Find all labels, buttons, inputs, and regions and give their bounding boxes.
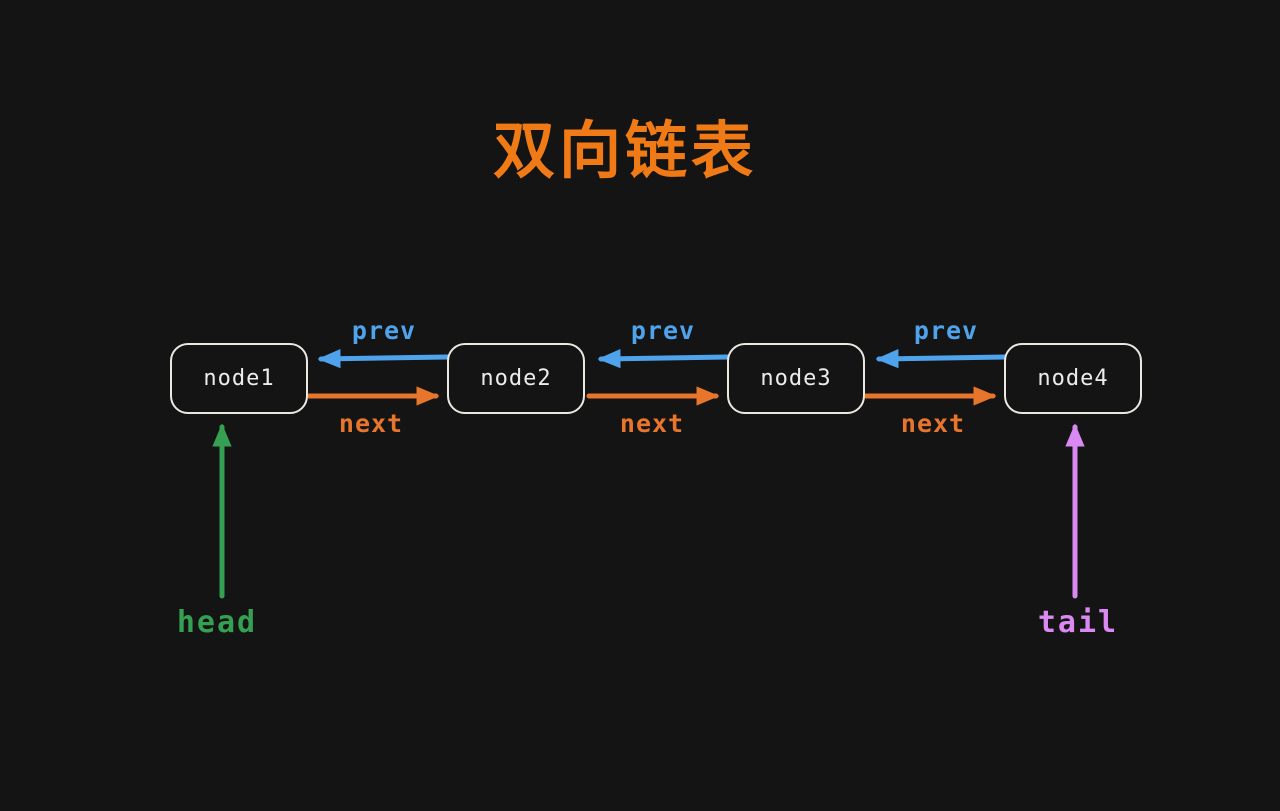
prev-label-3: prev xyxy=(913,316,979,345)
node-box-2: node2 xyxy=(447,343,585,414)
node-label: node1 xyxy=(203,366,275,391)
head-pointer-label: head xyxy=(176,605,258,640)
node-box-3: node3 xyxy=(727,343,865,414)
prev-label-1: prev xyxy=(351,316,417,345)
next-label-1: next xyxy=(338,409,404,438)
prev-label-2: prev xyxy=(630,316,696,345)
node-box-4: node4 xyxy=(1004,343,1142,414)
node-label: node2 xyxy=(480,366,552,391)
tail-pointer-label: tail xyxy=(1037,605,1119,640)
node-label: node4 xyxy=(1037,366,1109,391)
node-label: node3 xyxy=(760,366,832,391)
prev-arrow-1 xyxy=(317,349,450,369)
node-box-1: node1 xyxy=(170,343,308,414)
next-label-3: next xyxy=(900,409,966,438)
next-label-2: next xyxy=(619,409,685,438)
prev-arrow-3 xyxy=(875,349,1008,369)
prev-arrow-2 xyxy=(597,349,730,369)
diagram-title: 双向链表 xyxy=(493,114,758,187)
